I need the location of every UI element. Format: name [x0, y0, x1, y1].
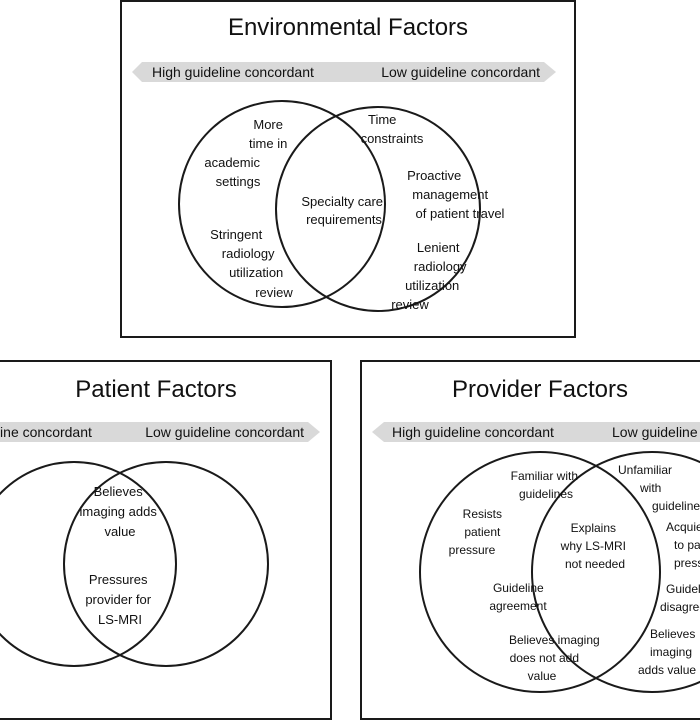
environmental-factors-panel: Environmental Factors High guideline con…: [120, 0, 576, 338]
high-concordance-circle: [0, 461, 177, 667]
factor-label: Explains why LS-MRI not needed: [560, 521, 630, 571]
factor-label: Guideline disagreement: [660, 582, 700, 614]
factor-label: Time constraints: [361, 112, 424, 146]
environmental-panel-title: Environmental Factors: [227, 14, 469, 41]
factor-label: Believes imaging adds value: [80, 484, 161, 539]
patient-panel-title: Patient Factors: [75, 376, 237, 403]
arrow-label-high: High guideline concordant: [0, 424, 92, 440]
factor-label: Acquiesces to patient pressure: [666, 520, 700, 570]
environmental-venn-diagram: High guideline concordant Low guideline …: [132, 62, 556, 312]
factor-label: More time in academic settings: [204, 117, 291, 189]
patient-venn-diagram: High guideline concordant Low guideline …: [0, 422, 320, 667]
provider-venn-diagram: High guideline concordant Low guideline …: [372, 422, 700, 693]
low-concordance-circle: [531, 451, 700, 693]
factor-label: Resists patient pressure: [449, 507, 506, 557]
provider-factors-panel: Provider Factors High guideline concorda…: [360, 360, 700, 720]
high-concordance-circle: [178, 100, 386, 308]
factor-label: Familiar with guidelines: [511, 469, 582, 501]
arrow-label-high: High guideline concordant: [392, 424, 554, 440]
arrow-label-low: Low guideline concordant: [145, 424, 304, 440]
concordance-arrow: [372, 422, 700, 442]
patient-factors-panel: Patient Factors High guideline concordan…: [0, 360, 332, 720]
low-concordance-circle: [275, 106, 481, 312]
factor-label: Stringent radiology utilization review: [210, 227, 293, 300]
arrow-label-low: Low guideline concordant: [381, 64, 540, 80]
factor-label: Specialty care requirements: [301, 194, 386, 227]
factor-label: Pressures provider for LS-MRI: [85, 572, 154, 627]
factor-label: Believes imaging adds value: [638, 627, 699, 677]
high-concordance-circle: [419, 451, 661, 693]
factor-label: Unfamiliar with guidelines: [618, 463, 700, 513]
arrow-label-high: High guideline concordant: [152, 64, 314, 80]
concordance-arrow: [132, 62, 556, 82]
provider-panel-title: Provider Factors: [451, 376, 629, 403]
factor-label: Proactive management of patient travel: [407, 168, 504, 221]
factor-label: Believes imaging does not add value: [509, 633, 603, 683]
arrow-label-low: Low guideline concordant: [612, 424, 700, 440]
concordance-arrow: [0, 422, 320, 442]
low-concordance-circle: [63, 461, 269, 667]
factor-label: Guideline agreement: [489, 581, 547, 613]
factor-label: Lenient radiology utilization review: [391, 240, 470, 312]
